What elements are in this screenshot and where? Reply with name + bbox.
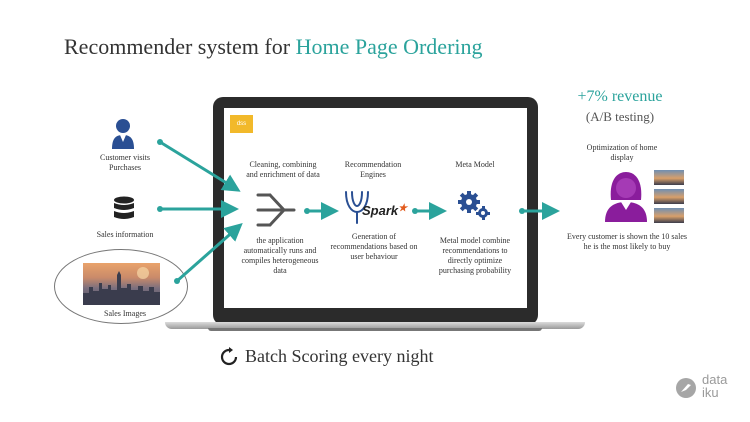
ab-testing-text: (A/B testing) (585, 109, 655, 124)
step3-desc-line4: purchasing probability (438, 266, 512, 275)
step3-heading: Meta Model (455, 160, 495, 169)
step2-heading-line1: Recommendation (344, 160, 402, 169)
customer-avatar-icon (605, 172, 647, 222)
step1-desc-line3: compiles heterogeneous (241, 256, 319, 265)
merge-icon (256, 193, 296, 227)
revenue-text: +7% revenue (577, 88, 663, 105)
customer-label-line1: Customer visits (99, 153, 150, 162)
dataiku-bird-icon (676, 378, 696, 398)
step1-heading: Cleaning, combining and enrichment of da… (235, 160, 331, 180)
dataiku-line1: data (702, 372, 728, 387)
title-highlight: Home Page Ordering (295, 34, 483, 59)
sales-info-label: Sales information (96, 230, 154, 239)
step2-description: Generation of recommendations based on u… (326, 232, 422, 262)
step2-desc-line1: Generation of (351, 232, 397, 241)
sales-images-ellipse (54, 249, 188, 324)
customer-output-label: Every customer is shown the 10 sales he … (556, 232, 698, 252)
dataiku-logo: data iku (702, 373, 727, 399)
laptop-base (165, 322, 585, 329)
step1-heading-line2: and enrichment of data (246, 170, 320, 179)
sales-images-label: Sales Images (104, 309, 146, 318)
step2-heading: Recommendation Engines (330, 160, 416, 180)
database-icon (114, 196, 134, 219)
step2-desc-line3: user behaviour (350, 252, 398, 261)
step1-desc-line1: the application (256, 236, 304, 245)
page-title: Recommender system for Home Page Orderin… (64, 34, 483, 60)
step1-desc-line4: data (273, 266, 287, 275)
title-prefix: Recommender system for (64, 34, 296, 59)
customer-output-line1: Every customer is shown the 10 sales (567, 232, 687, 241)
laptop-foot (208, 328, 542, 331)
spark-label: Spark (362, 203, 399, 218)
step1-description: the application automatically runs and c… (236, 236, 324, 276)
optimization-line2: display (610, 153, 634, 162)
city-photo (83, 263, 160, 305)
dss-logo: dss (230, 115, 253, 133)
step3-desc-line3: directly optimize (447, 256, 503, 265)
step2-desc-line2: recommendations based on (330, 242, 418, 251)
dataiku-line2: iku (702, 385, 719, 400)
user-icon (112, 119, 134, 149)
step2-heading-line2: Engines (360, 170, 386, 179)
step1-desc-line2: automatically runs and (243, 246, 317, 255)
step3-description: Metal model combine recommendations to d… (432, 236, 518, 276)
optimization-label: Optimization of home display (572, 143, 672, 163)
optimization-line1: Optimization of home (586, 143, 658, 152)
sale-thumbnail-1 (654, 170, 684, 185)
customer-label-line2: Purchases (109, 163, 141, 172)
gears-icon (458, 191, 490, 220)
customer-input-label: Customer visits Purchases (85, 153, 165, 173)
batch-scoring-text: Batch Scoring every night (245, 346, 434, 366)
customer-output-line2: he is the most likely to buy (583, 242, 671, 251)
step1-heading-line1: Cleaning, combining (249, 160, 317, 169)
fork-icon (345, 191, 369, 224)
sale-thumbnail-2 (654, 189, 684, 204)
sale-thumbnail-3 (654, 208, 684, 223)
batch-scoring: Batch Scoring every night (219, 346, 433, 367)
step3-desc-line1: Metal model combine (439, 236, 511, 245)
step3-desc-line2: recommendations to (442, 246, 508, 255)
spark-icon: Spark★ (362, 203, 408, 218)
refresh-icon (220, 346, 238, 365)
